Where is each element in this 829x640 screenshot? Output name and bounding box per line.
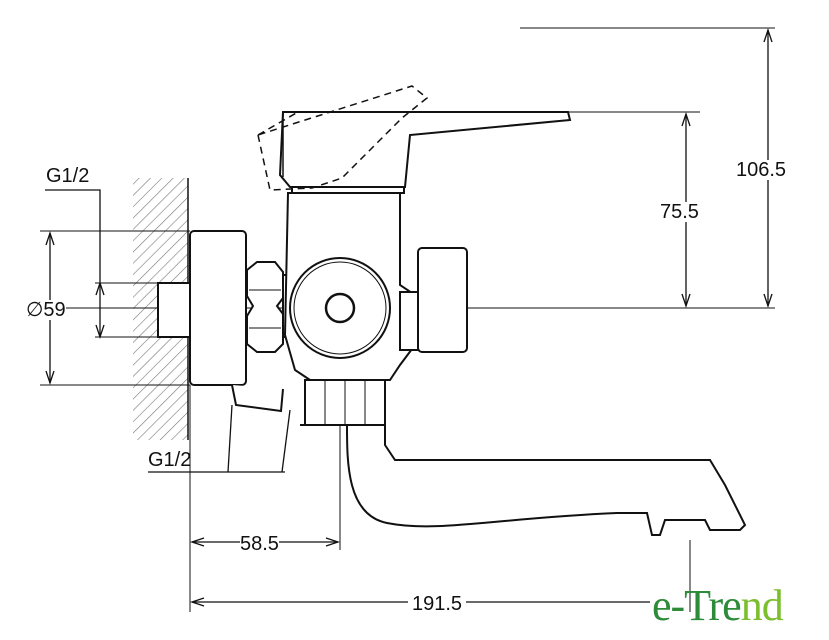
dimension-58-5: 58.5: [240, 533, 279, 555]
dimension-191-5: 191.5: [408, 594, 467, 614]
dimension-g12-bottom: G1/2: [148, 449, 192, 471]
mixer-body: [157, 85, 747, 536]
logo-text-part1: e-Tre: [652, 581, 742, 630]
dimension-diameter-59: ∅59: [26, 299, 66, 321]
dimension-106-5: 106.5: [736, 159, 787, 181]
dimension-lines: [45, 27, 773, 607]
etrend-logo: e-Trend: [652, 581, 784, 630]
dimension-75-5: 75.5: [660, 201, 699, 223]
logo-text-part2: nd: [740, 581, 784, 630]
dimension-g12-top: G1/2: [46, 165, 90, 187]
